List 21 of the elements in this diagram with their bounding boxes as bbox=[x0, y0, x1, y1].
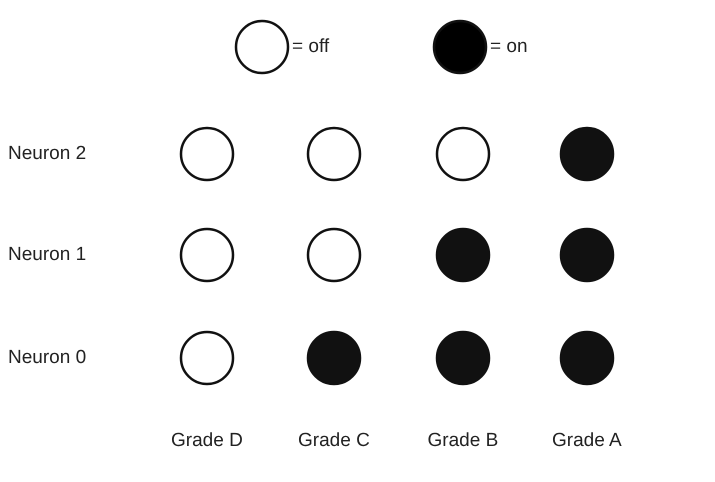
empty-circle bbox=[306, 227, 362, 283]
filled-circle bbox=[306, 330, 362, 386]
column-label: Grade B bbox=[428, 430, 498, 452]
empty-circle bbox=[179, 330, 235, 386]
filled-circle bbox=[559, 126, 615, 182]
empty-circle bbox=[306, 126, 362, 182]
column-label: Grade D bbox=[171, 430, 243, 452]
empty-circle bbox=[179, 227, 235, 283]
legend-text: = on bbox=[490, 36, 528, 58]
row-label: Neuron 2 bbox=[8, 143, 86, 165]
column-label: Grade A bbox=[552, 430, 622, 452]
row-label: Neuron 0 bbox=[8, 347, 86, 369]
row-label: Neuron 1 bbox=[8, 244, 86, 266]
empty-circle bbox=[435, 126, 491, 182]
column-label: Grade C bbox=[298, 430, 370, 452]
filled-circle bbox=[559, 330, 615, 386]
filled-circle bbox=[559, 227, 615, 283]
filled-circle bbox=[435, 227, 491, 283]
filled-circle bbox=[435, 330, 491, 386]
empty-circle bbox=[179, 126, 235, 182]
legend-text: = off bbox=[292, 36, 330, 58]
